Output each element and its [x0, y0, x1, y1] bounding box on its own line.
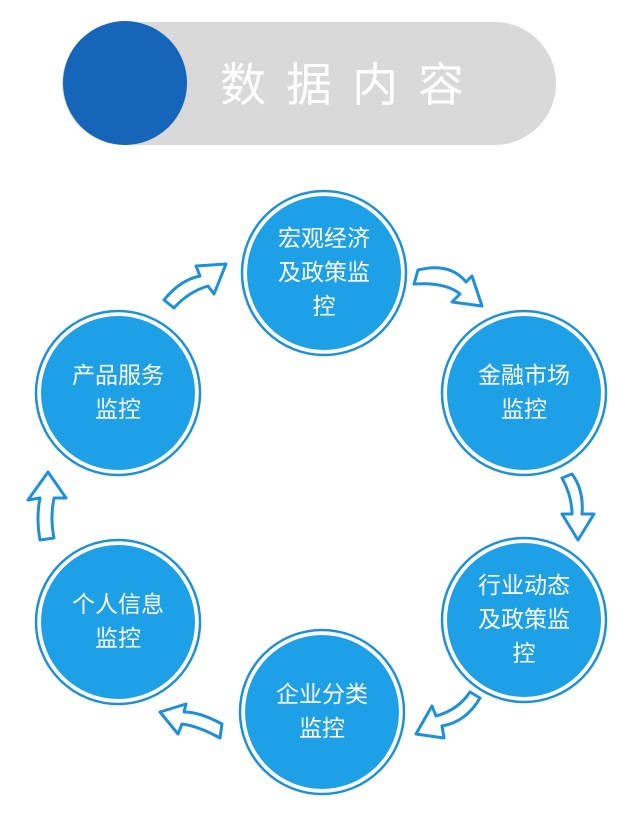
node-label: 产品服务监控: [72, 363, 164, 423]
node-circle: [447, 543, 601, 697]
node-2: 金融市场监控: [444, 313, 604, 473]
node-1: 宏观经济及政策监控: [244, 193, 404, 353]
node-label: 金融市场监控: [478, 363, 570, 423]
node-6: 产品服务监控: [38, 313, 198, 473]
flow-arrow-icon: [26, 470, 68, 542]
node-label: 个人信息监控: [72, 592, 164, 652]
node-circle: [41, 545, 195, 699]
node-circle: [447, 316, 601, 470]
page-title: 数据内容: [220, 58, 484, 112]
node-label: 宏观经济及政策监控: [278, 226, 370, 320]
node-3: 行业动态及政策监控: [444, 540, 604, 700]
node-circle: [41, 316, 195, 470]
header-circle-icon: [63, 21, 187, 145]
node-label: 企业分类监控: [276, 682, 368, 742]
flow-arrow-icon: [162, 262, 228, 310]
node-4: 企业分类监控: [242, 632, 402, 792]
node-circle: [245, 635, 399, 789]
node-label: 行业动态及政策监控: [478, 573, 570, 667]
flow-arrow-icon: [414, 690, 482, 740]
node-circle: [247, 196, 401, 350]
flow-arrow-icon: [560, 472, 596, 542]
flow-arrow-icon: [412, 266, 484, 308]
flow-arrow-icon: [158, 702, 224, 740]
node-5: 个人信息监控: [38, 542, 198, 702]
